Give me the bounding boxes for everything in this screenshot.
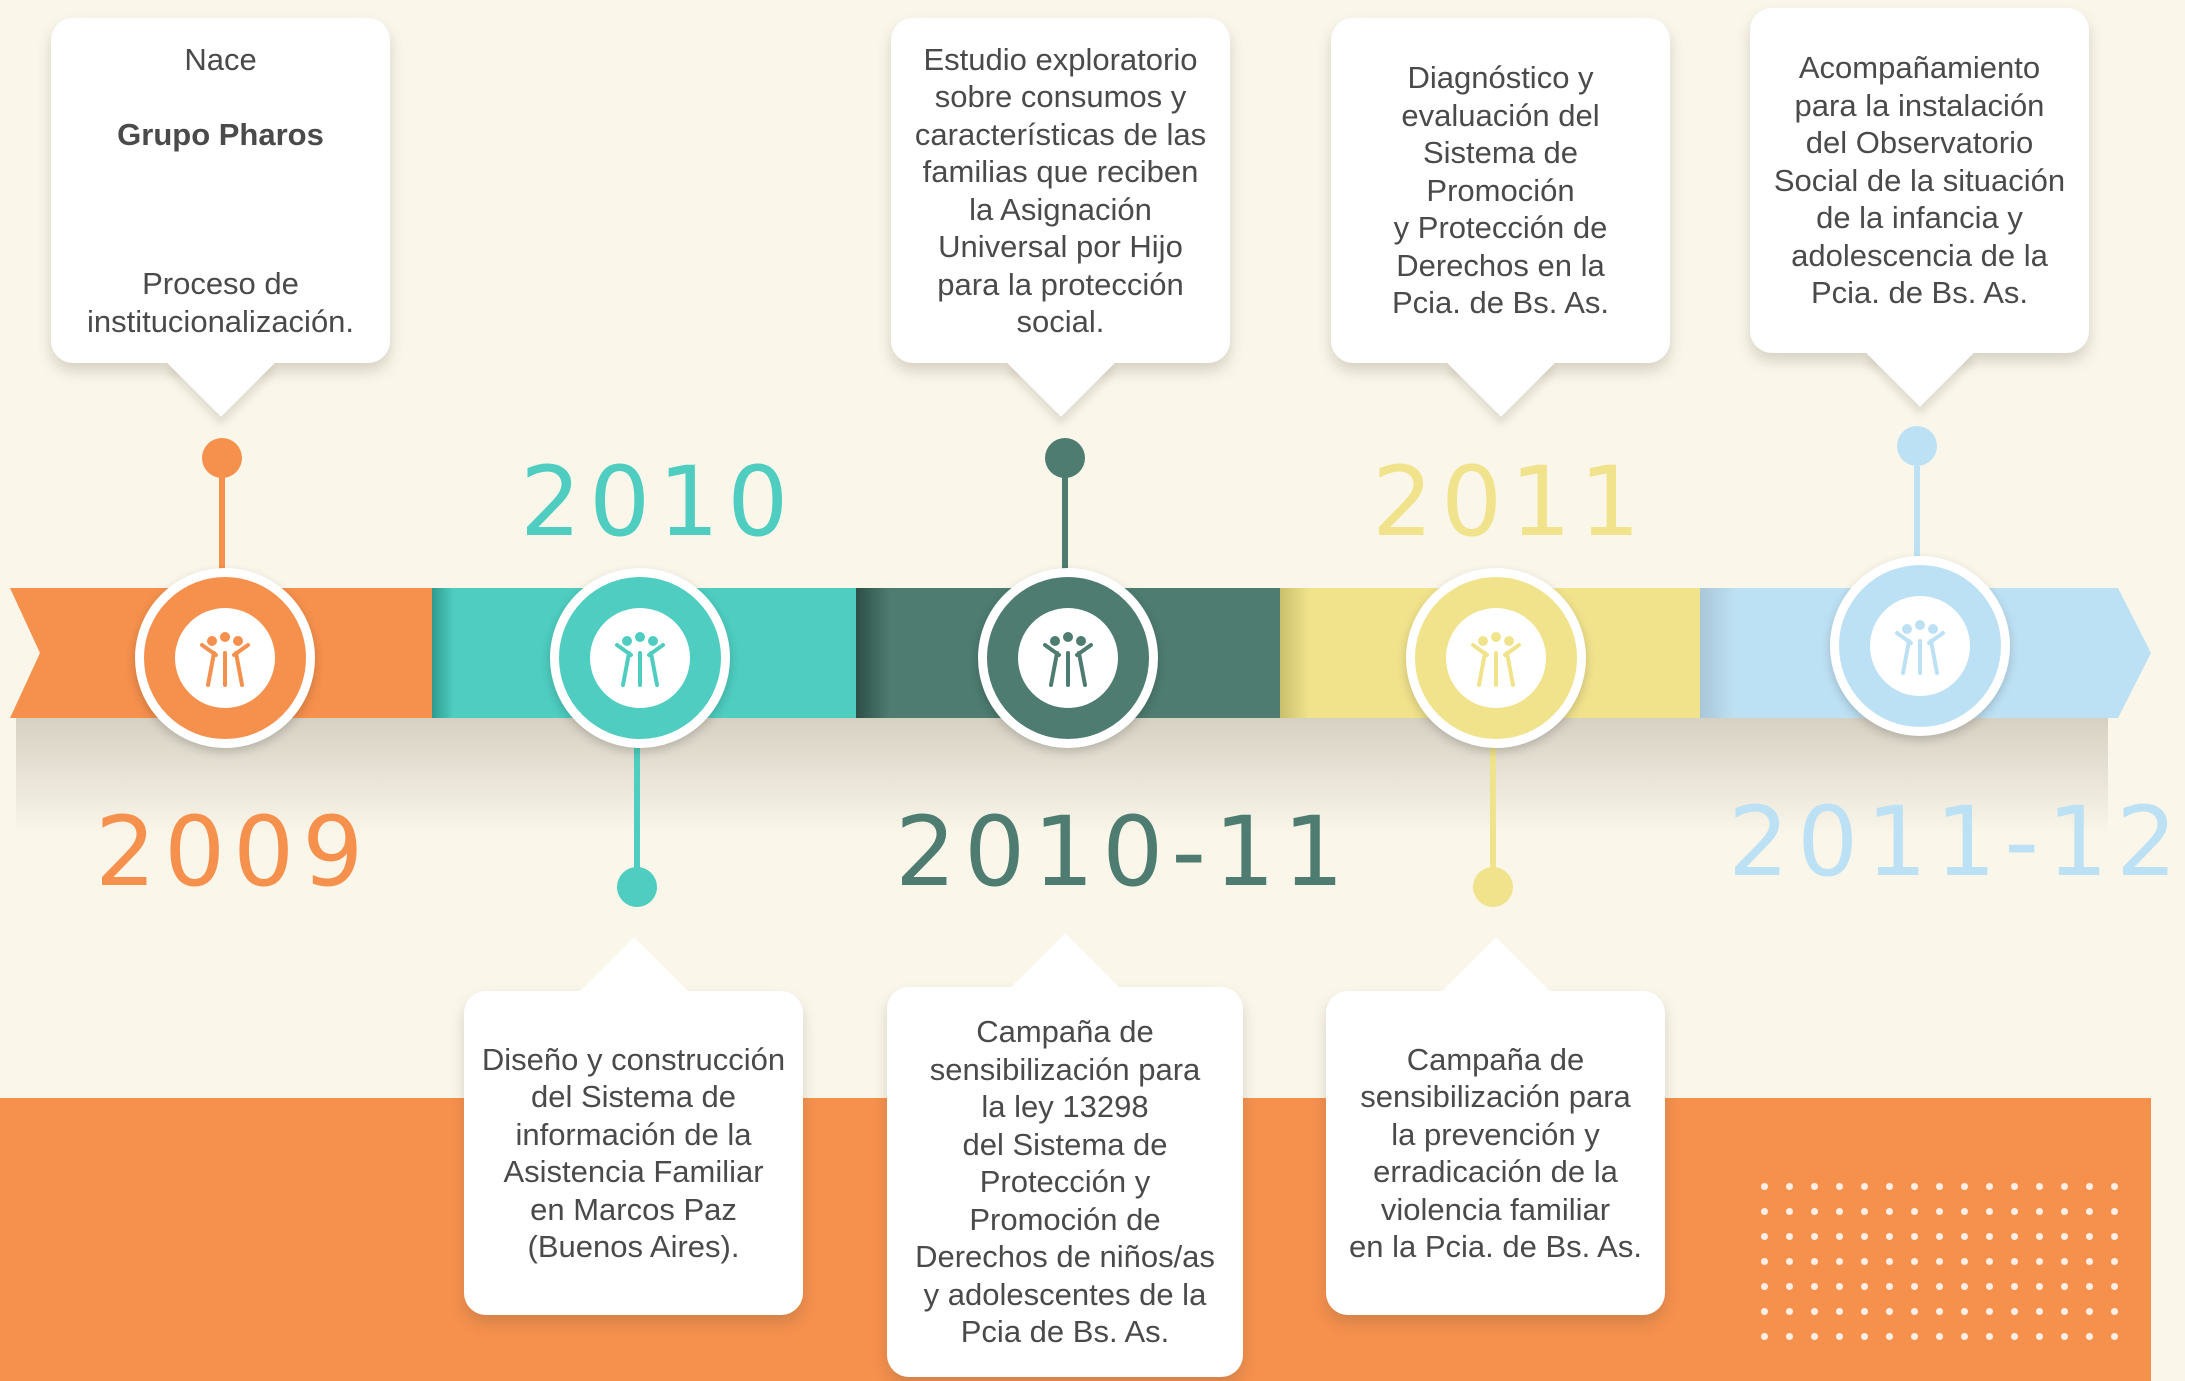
people-raising-hands-icon	[1043, 632, 1093, 687]
event-card-2009-text: Proceso de institucionalización.	[86, 266, 355, 339]
decorative-dot-grid	[1752, 1174, 2132, 1344]
connector-dot-2010	[617, 867, 657, 907]
event-card-2011-top-text: Diagnóstico y evaluación del Sistema de …	[1391, 60, 1610, 321]
timeline-node-2010-11	[978, 568, 1158, 748]
event-card-2009: Nace Grupo Pharos Proceso de institucion…	[51, 18, 390, 417]
people-raising-hands-icon	[1471, 632, 1521, 687]
connector-dot-2011-12	[1897, 426, 1937, 466]
event-card-2010-11-top: Estudio exploratorio sobre consumos y ca…	[891, 18, 1230, 417]
event-card-2011-bottom: Campaña de sensibilización para la preve…	[1326, 937, 1665, 1315]
event-card-2010-text: Diseño y construcción del Sistema de inf…	[481, 1041, 786, 1265]
connector-2010	[634, 733, 640, 888]
event-card-2011-top: Diagnóstico y evaluación del Sistema de …	[1331, 18, 1670, 417]
connector-2011-12	[1914, 466, 1920, 570]
timeline-node-2011-12	[1830, 556, 2010, 736]
timeline-node-2010	[550, 568, 730, 748]
event-card-2011-bottom-text: Campaña de sensibilización para la preve…	[1349, 1041, 1642, 1265]
timeline-node-2009	[135, 568, 315, 748]
connector-dot-2010-11	[1045, 438, 1085, 478]
event-card-2010-11-bottom: Campaña de sensibilización para la ley 1…	[887, 933, 1243, 1377]
year-label-2009: 2009	[95, 796, 372, 908]
people-raising-hands-icon	[200, 632, 250, 687]
connector-2009	[219, 477, 225, 577]
connector-2011	[1490, 733, 1496, 888]
event-card-2010-11-top-text: Estudio exploratorio sobre consumos y ca…	[914, 41, 1207, 340]
year-label-2011: 2011	[1372, 446, 1649, 558]
event-card-2009-line1: Nace	[184, 41, 257, 77]
timeline-node-2011	[1406, 568, 1586, 748]
connector-2010-11	[1062, 477, 1068, 577]
year-label-2011-12: 2011-12	[1728, 786, 2185, 898]
event-card-2009-org: Grupo Pharos	[117, 116, 324, 152]
connector-dot-2009	[202, 438, 242, 478]
year-label-2010: 2010	[520, 446, 797, 558]
event-card-2011-12: Acompañamiento para la instalación del O…	[1750, 8, 2089, 407]
people-raising-hands-icon	[1895, 620, 1945, 675]
year-label-2010-11: 2010-11	[895, 796, 1353, 908]
event-card-2010-11-bottom-text: Campaña de sensibilización para la ley 1…	[915, 1014, 1215, 1350]
event-card-2010: Diseño y construcción del Sistema de inf…	[464, 937, 803, 1315]
connector-dot-2011	[1473, 867, 1513, 907]
people-raising-hands-icon	[615, 632, 665, 687]
event-card-2011-12-text: Acompañamiento para la instalación del O…	[1773, 50, 2066, 311]
